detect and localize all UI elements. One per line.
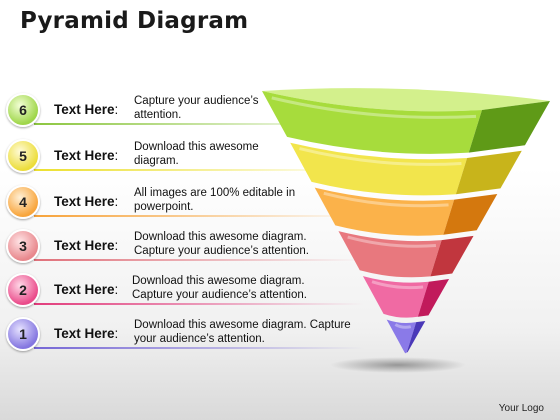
badge-number: 6 [19, 102, 27, 118]
pyramid-layer-highlight [299, 147, 462, 166]
badge-number: 4 [19, 194, 27, 210]
number-badge-3: 3 [6, 229, 40, 263]
label-colon: : [114, 148, 119, 163]
row-label: Text Here: [54, 102, 118, 117]
row-description: Download this awesome diagram. Capture y… [134, 231, 309, 257]
row-label: Text Here: [54, 148, 118, 163]
number-badge-4: 4 [6, 185, 40, 219]
list-item-2: 2 Text Here: Download this awesome diagr… [6, 273, 426, 313]
pyramid-layer-3-front [338, 231, 442, 278]
pyramid-layer-highlight [347, 235, 437, 248]
label-colon: : [114, 282, 119, 297]
label-text: Text Here [54, 326, 115, 341]
pyramid-layer-4-side [443, 193, 498, 235]
list-item-4: 4 Text Here: All images are 100% editabl… [6, 185, 426, 225]
badge-number: 3 [19, 238, 27, 254]
page-title: Pyramid Diagram [20, 8, 249, 34]
pyramid-layer-highlight [371, 280, 424, 290]
pyramid-shadow [330, 357, 466, 373]
pyramid-layer-2-side [417, 279, 450, 317]
label-colon: : [114, 102, 119, 117]
list-item-3: 3 Text Here: Download this awesome diagr… [6, 229, 426, 269]
number-badge-2: 2 [6, 273, 40, 307]
pyramid-layer-6-side [468, 101, 550, 153]
pyramid-layer-2-front [362, 276, 429, 318]
pyramid-layer-highlight [271, 96, 477, 119]
list-item-5: 5 Text Here: Download this awesome diagr… [6, 139, 426, 179]
pyramid-layer-highlight [323, 191, 449, 208]
row-divider-line [34, 123, 364, 125]
pyramid-layer-1-side [406, 320, 426, 353]
badge-number: 5 [19, 148, 27, 164]
label-colon: : [114, 326, 119, 341]
pyramid-layer-6-front [262, 91, 482, 154]
pyramid-layer-5-front [290, 142, 468, 196]
pyramid-layer-4-front [314, 187, 455, 236]
row-label: Text Here: [54, 194, 118, 209]
row-description: Download this awesome diagram. Capture y… [134, 319, 351, 345]
row-description: Download this awesome diagram. [134, 141, 259, 167]
row-label: Text Here: [54, 326, 118, 341]
label-text: Text Here [54, 194, 115, 209]
list-item-6: 6 Text Here: Capture your audience’s att… [6, 93, 426, 133]
row-divider-line [34, 347, 364, 349]
list-item-1: 1 Text Here: Download this awesome diagr… [6, 317, 426, 357]
row-description: Download this awesome diagram. Capture y… [132, 275, 307, 301]
pyramid-layer-3-side [430, 235, 474, 277]
pyramid-layer-highlight [394, 323, 412, 329]
number-badge-1: 1 [6, 317, 40, 351]
row-divider-line [34, 303, 364, 305]
label-text: Text Here [54, 238, 115, 253]
row-label: Text Here: [54, 282, 118, 297]
row-divider-line [34, 215, 364, 217]
row-description: Capture your audience’s attention. [134, 95, 259, 121]
label-text: Text Here [54, 282, 115, 297]
pyramid-layer-1-front [386, 319, 417, 354]
row-divider-line [34, 169, 364, 171]
footer-logo-text: Your Logo [498, 403, 544, 414]
badge-number: 1 [19, 326, 27, 342]
row-description: All images are 100% editable in powerpoi… [134, 187, 296, 213]
badge-number: 2 [19, 282, 27, 298]
label-text: Text Here [54, 148, 115, 163]
row-divider-line [34, 259, 364, 261]
number-badge-5: 5 [6, 139, 40, 173]
label-colon: : [114, 238, 119, 253]
row-label: Text Here: [54, 238, 118, 253]
label-colon: : [114, 194, 119, 209]
number-badge-6: 6 [6, 93, 40, 127]
pyramid-layer-5-side [455, 150, 522, 195]
label-text: Text Here [54, 102, 115, 117]
pyramid-layer-top-face [262, 88, 550, 112]
